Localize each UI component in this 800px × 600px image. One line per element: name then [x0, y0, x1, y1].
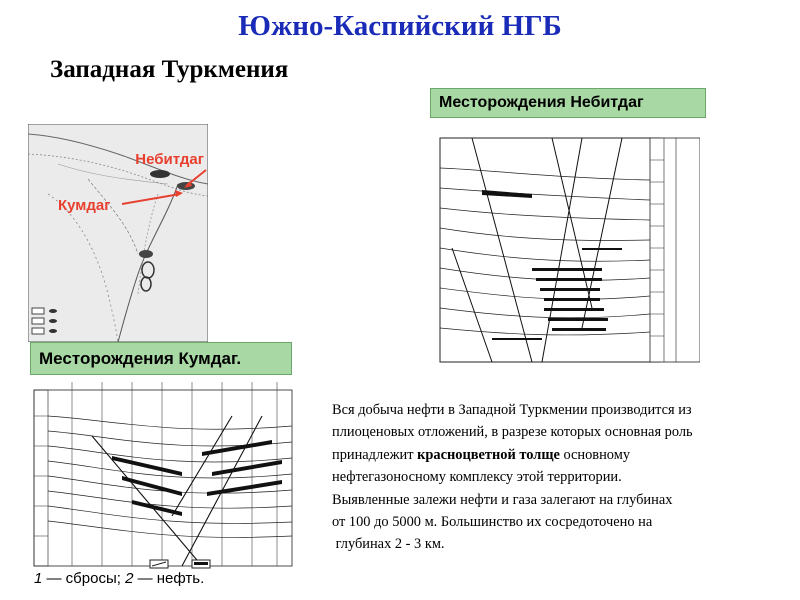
location-map: Небитдаг Кумдаг [27, 123, 209, 343]
description-line-3-start: принадлежит [332, 446, 418, 463]
description-line-1: Вся добыча нефти в Западной Туркмении пр… [332, 402, 692, 418]
description-text: Вся добыча нефти в Западной Туркмении пр… [332, 399, 792, 556]
description-bold-term: красноцветной толще [417, 446, 560, 463]
kumdag-cross-section [32, 376, 294, 572]
legend-num-1: 1 [34, 570, 43, 587]
description-line-4: нефтегазоносному комплексу этой территор… [332, 469, 622, 486]
description-line-5: Выявленные залежи нефти и газа залегают … [332, 491, 673, 508]
nebitdag-cross-section [432, 128, 701, 372]
page-title: Южно-Каспийский НГБ [238, 10, 562, 42]
description-line-2: плиоценовых отложений, в разрезе которых… [332, 424, 693, 441]
description-line-6: от 100 до 5000 м. Большинство их сосредо… [332, 514, 653, 531]
kumdag-fields-label: Месторождения Кумдаг. [30, 342, 292, 375]
map-label-nebitdag: Небитдаг [135, 151, 204, 168]
legend-text-faults: — сбросы; [42, 570, 126, 587]
legend-num-2: 2 [125, 570, 134, 587]
legend-text-oil: — нефть. [133, 570, 205, 587]
nebitdag-fields-label: Месторождения Небитдаг [430, 88, 706, 118]
description-line-3-end: основному [559, 446, 631, 463]
map-label-kumdag: Кумдаг [58, 197, 111, 214]
page-subtitle: Западная Туркмения [50, 56, 289, 83]
description-line-7: глубинах 2 - 3 км. [332, 536, 445, 553]
section-legend: 1 — сбросы; 2 — нефть. [34, 570, 204, 587]
description-line-3: принадлежит красноцветной толще основном… [332, 444, 792, 466]
